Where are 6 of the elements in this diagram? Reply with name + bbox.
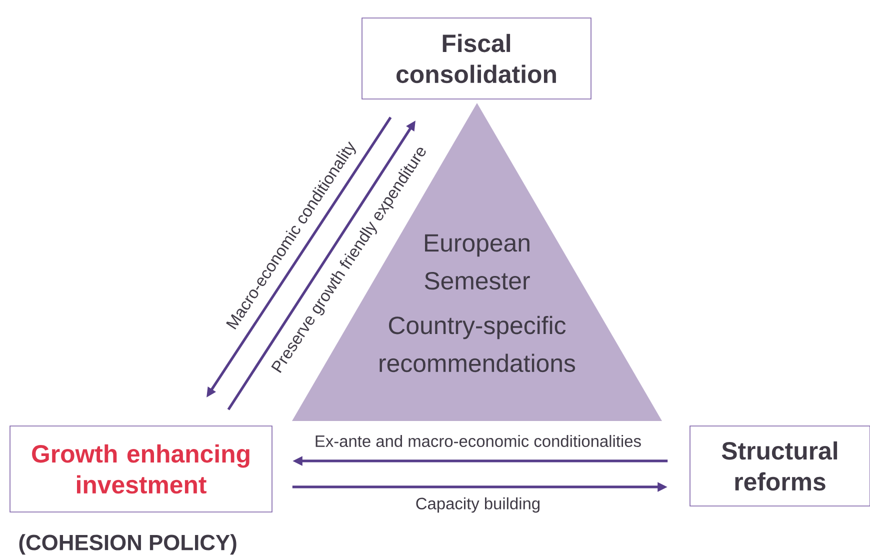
edge-label: Ex-ante and macro-economic conditionalities: [313, 434, 643, 448]
note-text: (COHESION POLICY): [19, 534, 236, 555]
text-box: Growth enhancing investment: [10, 426, 272, 512]
text-box: Structural reforms: [690, 426, 870, 506]
text-box: Fiscal consolidation: [362, 18, 592, 100]
edge-label: Capacity building: [414, 496, 542, 514]
